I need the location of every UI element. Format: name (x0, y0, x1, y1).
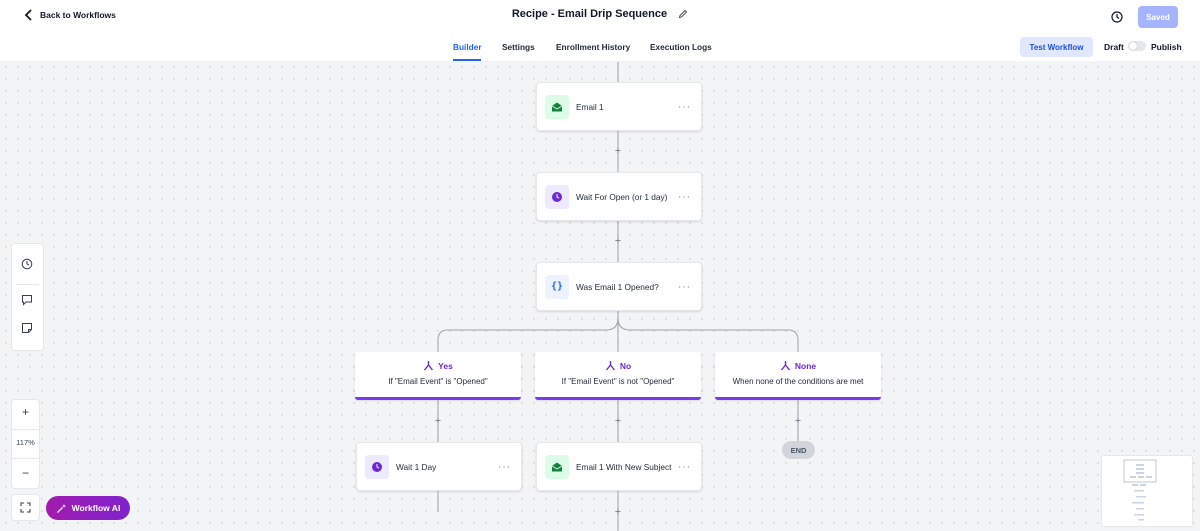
add-step-plus[interactable]: + (614, 415, 622, 427)
toggle-knob (1129, 42, 1137, 50)
fit-view-button[interactable] (11, 494, 40, 521)
test-workflow-button[interactable]: Test Workflow (1020, 37, 1093, 57)
branch-fork-icon (605, 361, 615, 371)
branch-fork-icon (424, 361, 434, 371)
page-title-wrap: Recipe - Email Drip Sequence (0, 8, 1200, 20)
zoom-out-button[interactable]: − (21, 466, 29, 480)
node-wait-1-day[interactable]: Wait 1 Day ··· (356, 442, 522, 491)
braces-icon: {} (545, 274, 569, 299)
more-options-icon[interactable]: ··· (498, 461, 511, 472)
draft-label: Draft (1104, 42, 1124, 52)
node-label: Wait 1 Day (396, 461, 437, 472)
zoom-controls: + 117% − (11, 399, 40, 489)
history-icon[interactable] (1110, 10, 1124, 24)
add-step-plus[interactable]: + (614, 235, 622, 247)
minimap-preview (1123, 459, 1157, 521)
zoom-level: 117% (16, 438, 35, 447)
clock-icon (365, 454, 389, 479)
branch-none[interactable]: None When none of the conditions are met (715, 352, 881, 400)
branch-title: None (794, 360, 817, 371)
magic-wand-icon (56, 503, 66, 513)
email-icon (545, 454, 569, 479)
branch-condition: If "Email Event" is "Opened" (388, 377, 488, 386)
saved-button[interactable]: Saved (1138, 6, 1178, 28)
divider (12, 429, 39, 430)
more-options-icon[interactable]: ··· (678, 461, 691, 472)
branch-condition: If "Email Event" is not "Opened" (561, 377, 675, 386)
publish-toggle[interactable] (1128, 41, 1146, 51)
comment-icon[interactable] (21, 294, 33, 306)
node-label: Email 1 With New Subject (576, 461, 672, 472)
workflow-ai-button[interactable]: Workflow AI (46, 496, 130, 520)
canvas-toolbar (11, 243, 44, 351)
add-step-plus[interactable]: + (794, 415, 802, 427)
expand-icon (20, 502, 31, 513)
tab-settings[interactable]: Settings (502, 42, 535, 52)
minimap[interactable] (1101, 455, 1193, 527)
node-condition[interactable]: {} Was Email 1 Opened? ··· (536, 262, 702, 311)
branch-no[interactable]: No If "Email Event" is not "Opened" (535, 352, 701, 400)
top-bar: Back to Workflows Recipe - Email Drip Se… (0, 0, 1200, 34)
node-wait-for-open[interactable]: Wait For Open (or 1 day) ··· (536, 172, 702, 221)
email-icon (545, 94, 569, 119)
node-label: Email 1 (576, 101, 604, 112)
back-to-workflows-link[interactable]: Back to Workflows (24, 9, 116, 21)
divider (12, 458, 39, 459)
back-label: Back to Workflows (40, 10, 116, 20)
node-label: Was Email 1 Opened? (576, 281, 659, 292)
page-title: Recipe - Email Drip Sequence (511, 8, 668, 20)
pencil-icon[interactable] (678, 9, 688, 19)
branch-yes[interactable]: Yes If "Email Event" is "Opened" (355, 352, 521, 400)
zoom-in-button[interactable]: + (21, 405, 29, 419)
tab-builder[interactable]: Builder (453, 42, 482, 52)
tab-execution-logs[interactable]: Execution Logs (650, 42, 712, 52)
more-options-icon[interactable]: ··· (678, 101, 691, 112)
branch-fork-icon (780, 361, 790, 371)
tab-enrollment-history[interactable]: Enrollment History (556, 42, 631, 52)
more-options-icon[interactable]: ··· (678, 281, 691, 292)
branch-title: No (619, 360, 632, 371)
more-options-icon[interactable]: ··· (678, 191, 691, 202)
node-label: Wait For Open (or 1 day) (576, 191, 668, 202)
workflow-ai-label: Workflow AI (71, 503, 121, 513)
add-step-plus[interactable]: + (614, 145, 622, 157)
branch-title: Yes (438, 360, 453, 371)
clock-icon (545, 184, 569, 209)
active-tab-indicator (453, 59, 481, 61)
branch-condition: When none of the conditions are met (732, 377, 864, 386)
publish-label: Publish (1151, 42, 1182, 52)
add-step-plus[interactable]: + (434, 415, 442, 427)
divider (16, 284, 39, 285)
end-marker: END (782, 441, 815, 459)
node-email-new-subject[interactable]: Email 1 With New Subject ··· (536, 442, 702, 491)
add-step-plus[interactable]: + (614, 506, 622, 518)
node-email-1[interactable]: Email 1 ··· (536, 82, 702, 131)
chevron-left-icon (24, 9, 32, 21)
sticky-note-icon[interactable] (21, 322, 33, 334)
history-icon[interactable] (21, 258, 33, 270)
